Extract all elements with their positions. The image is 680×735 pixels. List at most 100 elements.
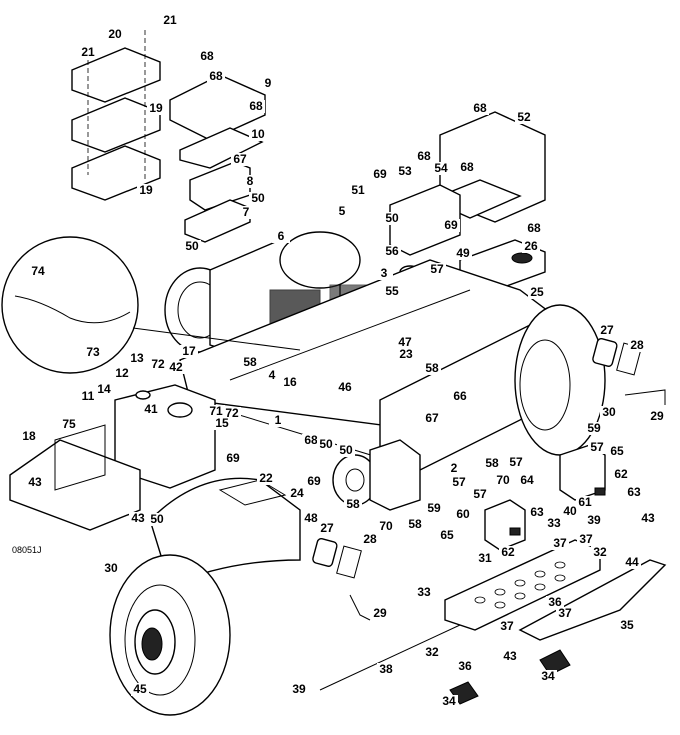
callout-background [456,660,474,673]
callout-background [483,457,501,470]
callout-background [149,358,167,371]
callout-background [377,520,395,533]
callout-37: 37 [500,619,514,633]
callout-73: 73 [86,345,100,359]
callout-background [499,546,517,559]
callout-background [397,348,415,361]
callout-53: 53 [398,164,412,178]
callout-background [585,514,603,527]
callout-56: 56 [385,244,399,258]
callout-50: 50 [319,437,333,451]
callout-background [207,405,225,418]
callout-26: 26 [524,239,538,253]
callout-background [428,263,446,276]
callout-71: 71 [209,404,223,418]
callout-background [423,412,441,425]
callout-62: 62 [501,545,515,559]
callout-64: 64 [520,473,534,487]
callout-background [333,205,351,218]
callout-background [281,376,299,389]
callout-51: 51 [351,183,365,197]
callout-background [198,50,216,63]
callout-68: 68 [249,99,263,113]
wheel-motor [332,439,421,511]
callout-57: 57 [430,262,444,276]
callout-background [612,468,630,481]
callout-50: 50 [185,239,199,253]
callout-57: 57 [452,475,466,489]
callout-32: 32 [425,645,439,659]
callout-background [180,345,198,358]
callout-background [501,650,519,663]
callout-19: 19 [139,183,153,197]
callout-67: 67 [233,152,247,166]
callout-background [623,556,641,569]
callout-background [79,390,97,403]
callout-background [247,100,265,113]
callout-background [415,586,433,599]
callout-background [207,70,225,83]
callout-background [371,607,389,620]
callout-58: 58 [425,361,439,375]
seat-brackets [71,30,161,201]
callout-47: 47 [398,335,412,349]
callout-background [383,245,401,258]
callout-background [148,513,166,526]
callout-63: 63 [530,505,544,519]
callout-background [415,150,433,163]
callout-43: 43 [503,649,517,663]
callout-63: 63 [627,485,641,499]
callout-background [494,474,512,487]
callout-20: 20 [108,27,122,41]
callout-background [518,474,536,487]
hydraulic-tank [389,111,546,293]
callout-44: 44 [625,555,639,569]
callout-background [476,552,494,565]
callout-background [305,475,323,488]
callout-background [588,441,606,454]
callout-background [591,546,609,559]
callout-background [241,356,259,369]
callout-background [263,369,281,382]
callout-29: 29 [373,606,387,620]
callout-background [29,265,47,278]
callout-background [223,407,241,420]
callout-background [522,240,540,253]
callout-45: 45 [133,682,147,696]
callout-75: 75 [62,417,76,431]
callout-background [507,456,525,469]
callout-background [577,533,595,546]
callout-background [106,28,124,41]
callout-17: 17 [182,344,196,358]
callout-43: 43 [641,511,655,525]
callout-39: 39 [587,513,601,527]
callout-background [95,383,113,396]
callout-background [618,619,636,632]
callout-36: 36 [458,659,472,673]
callout-background [269,414,287,427]
callout-57: 57 [473,487,487,501]
callout-50: 50 [150,512,164,526]
callout-background [317,438,335,451]
callout-background [600,406,618,419]
callout-2: 2 [451,461,458,475]
callout-37: 37 [579,532,593,546]
callout-background [528,286,546,299]
callout-background [224,452,242,465]
callout-69: 69 [444,218,458,232]
callout-50: 50 [385,211,399,225]
callout-background [454,247,472,260]
callout-5: 5 [339,204,346,218]
callout-background [445,462,463,475]
callout-11: 11 [82,389,95,403]
callout-6: 6 [278,229,285,243]
callout-8: 8 [247,174,254,188]
callout-59: 59 [427,501,441,515]
callout-background [167,361,185,374]
callout-background [288,487,306,500]
callout-background [383,212,401,225]
callout-3: 3 [381,266,388,280]
callout-58: 58 [346,497,360,511]
